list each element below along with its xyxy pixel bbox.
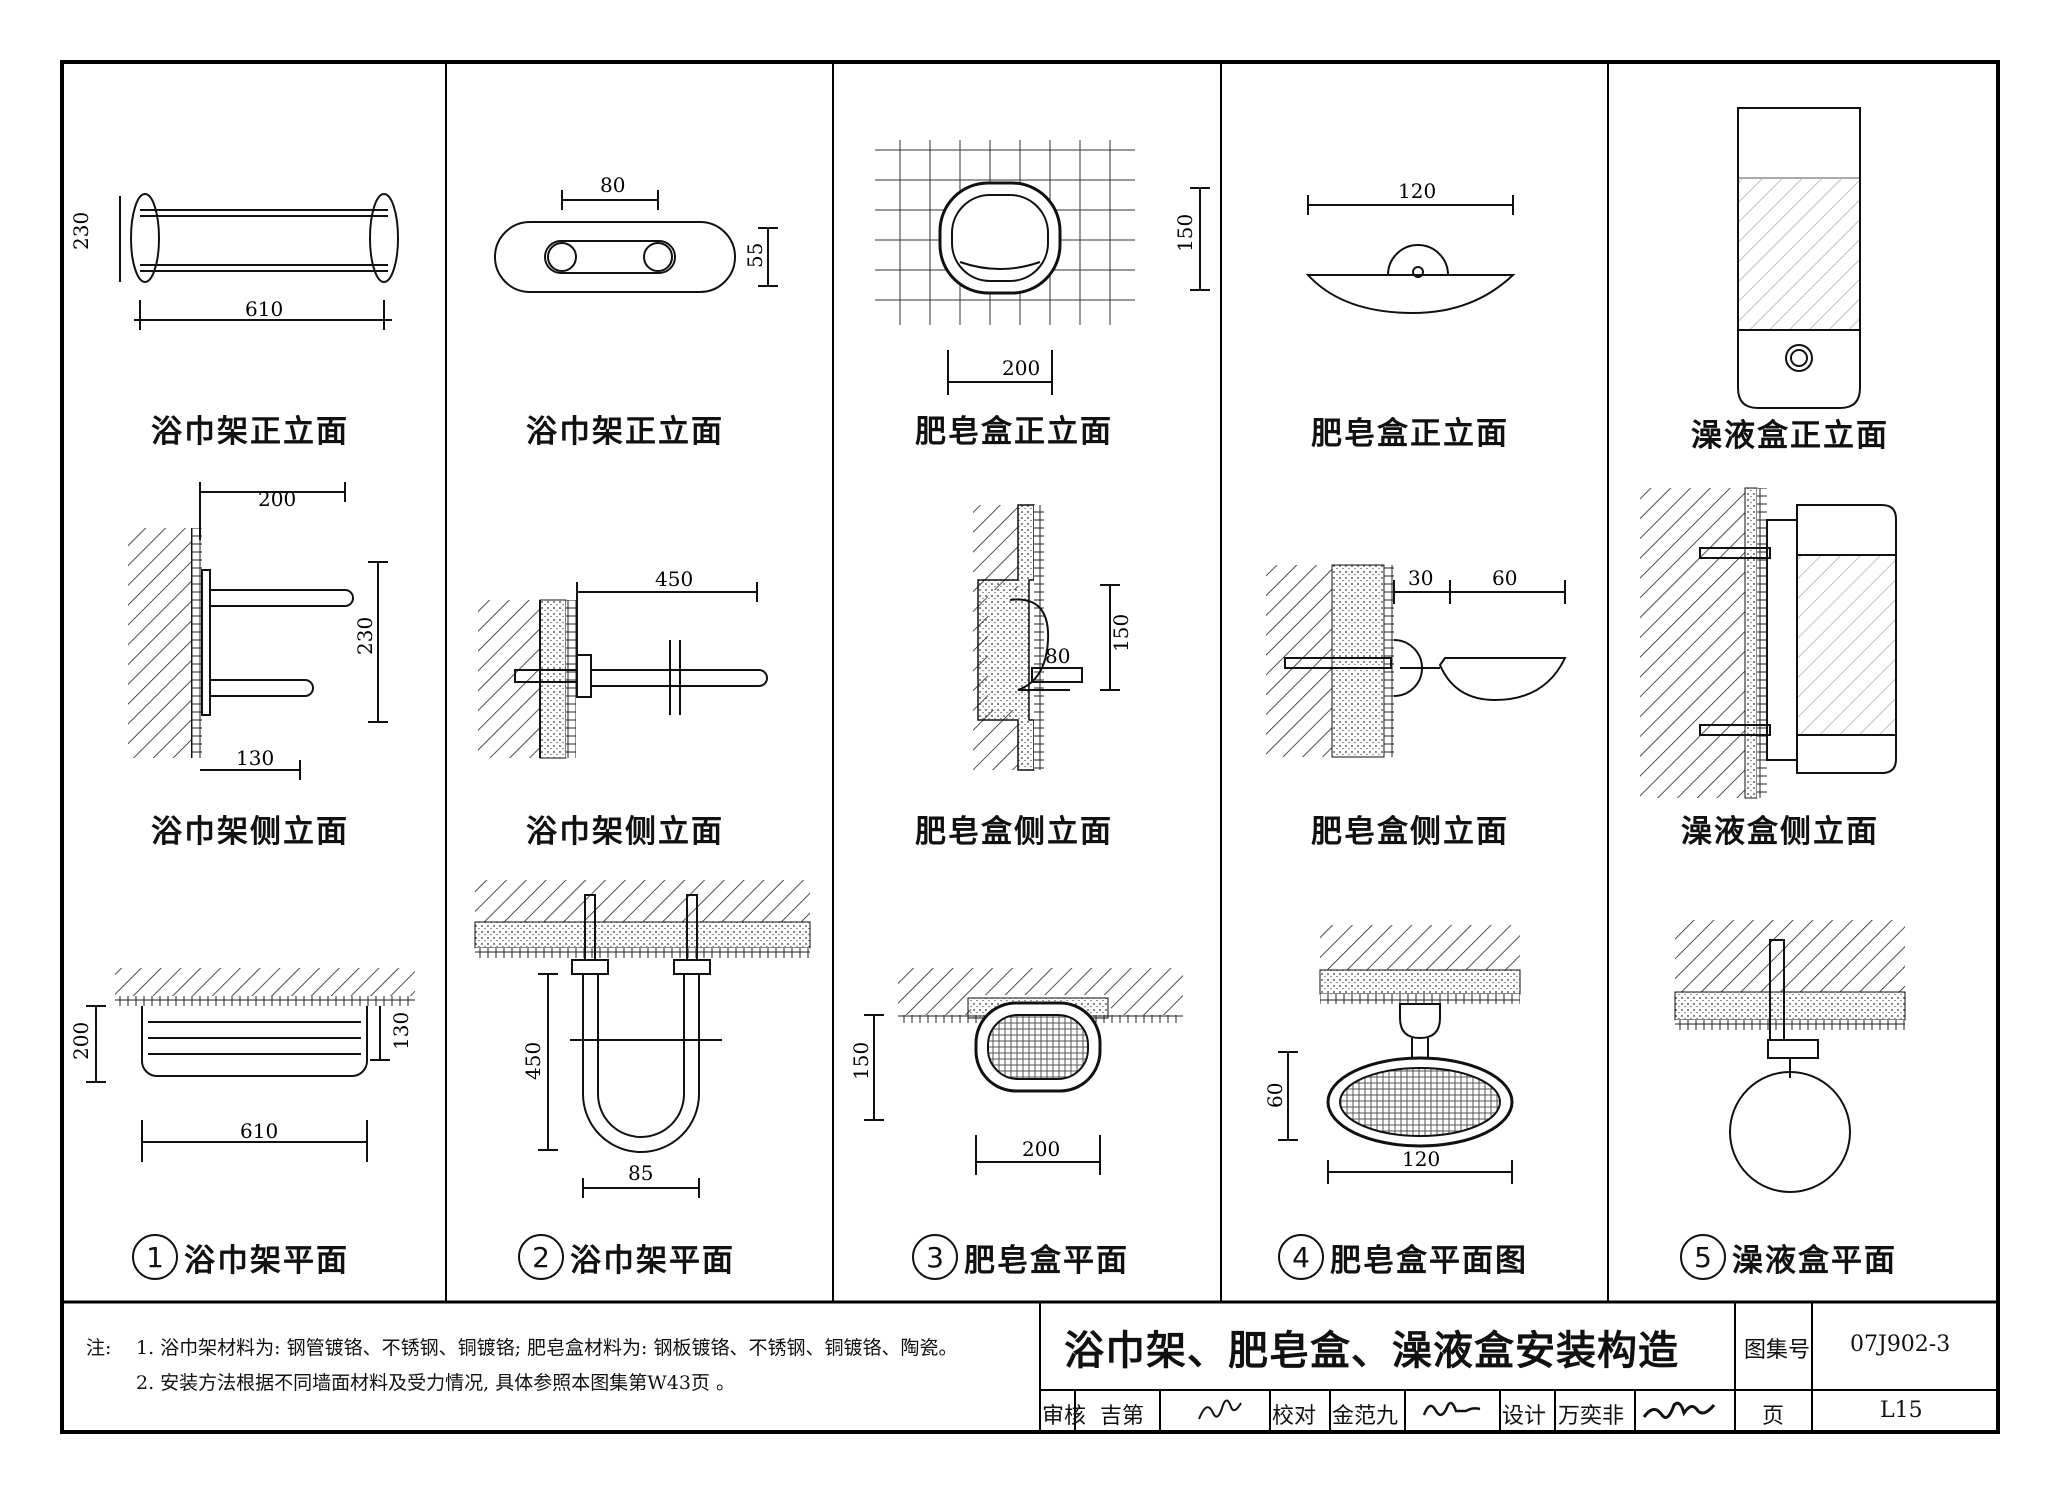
soap-dispenser-5-plan <box>1674 920 1906 1193</box>
dim-p1-side-b: 130 <box>236 746 274 770</box>
dim-p1-side-h: 230 <box>353 617 377 655</box>
towel-rack-1-front <box>119 193 399 330</box>
dim-p3-side-h: 150 <box>1109 614 1133 652</box>
review-signature <box>1195 1395 1245 1431</box>
caption-p3-side: 肥皂盒侧立面 <box>915 814 1113 850</box>
caption-p2-plan: 2 浴巾架平面 <box>518 1234 735 1280</box>
caption-p4-front: 肥皂盒正立面 <box>1311 416 1509 452</box>
dim-p1-plan-w: 610 <box>240 1119 278 1143</box>
towel-rack-1-plan <box>86 968 415 1162</box>
dim-p4-plan-h: 60 <box>1263 1083 1287 1108</box>
dim-p3-plan-h: 150 <box>849 1042 873 1080</box>
caption-p1-side: 浴巾架侧立面 <box>151 814 349 850</box>
caption-p1-plan: 1 浴巾架平面 <box>132 1234 349 1280</box>
check-name: 金范九 <box>1332 1404 1399 1429</box>
check-signature <box>1420 1395 1490 1431</box>
soap-dispenser-5-front <box>1737 107 1861 409</box>
dim-p2-plan-w: 85 <box>628 1161 653 1185</box>
review-name: 吉第 <box>1100 1404 1145 1429</box>
caption-p5-plan: 5 澡液盒平面 <box>1680 1234 1897 1280</box>
dim-p1-front-h: 230 <box>69 212 93 250</box>
dim-p3-front-h: 150 <box>1173 214 1197 252</box>
outer-frame <box>60 60 2000 1434</box>
notes-label: 注: <box>86 1337 112 1359</box>
notes-line-2: 2. 安装方法根据不同墙面材料及受力情况, 具体参照本图集第W43页 。 <box>136 1372 735 1394</box>
dim-p1-plan-h: 200 <box>69 1022 93 1060</box>
detail-number-2: 2 <box>518 1234 564 1280</box>
caption-p3-plan-label: 肥皂盒平面 <box>964 1242 1129 1279</box>
dim-p4-side-b: 60 <box>1492 566 1517 590</box>
dim-p4-plan-w: 120 <box>1402 1147 1440 1171</box>
atlas-label: 图集号 <box>1744 1338 1811 1363</box>
design-signature <box>1640 1395 1720 1431</box>
detail-number-5: 5 <box>1680 1234 1726 1280</box>
detail-number-1: 1 <box>132 1234 178 1280</box>
dim-p4-side-a: 30 <box>1408 566 1433 590</box>
dim-p3-plan-w: 200 <box>1022 1137 1060 1161</box>
design-name: 万奕非 <box>1558 1404 1625 1429</box>
caption-p3-plan: 3 肥皂盒平面 <box>912 1234 1129 1280</box>
soap-dish-3-front <box>875 140 1210 395</box>
caption-p4-plan-label: 肥皂盒平面图 <box>1330 1242 1528 1279</box>
towel-rack-1-side <box>128 482 388 780</box>
check-label: 校对 <box>1272 1404 1317 1429</box>
detail-number-3: 3 <box>912 1234 958 1280</box>
design-label: 设计 <box>1502 1404 1547 1429</box>
dim-p3-front-w: 200 <box>1002 356 1040 380</box>
titleblock-grid <box>1039 1302 1998 1432</box>
caption-p3-front: 肥皂盒正立面 <box>915 414 1113 450</box>
caption-p1-plan-label: 浴巾架平面 <box>184 1242 349 1279</box>
caption-p2-side: 浴巾架侧立面 <box>526 814 724 850</box>
dim-p2-side-w: 450 <box>655 567 693 591</box>
soap-dish-3-plan <box>864 968 1183 1175</box>
caption-p5-plan-label: 澡液盒平面 <box>1732 1242 1897 1279</box>
soap-dispenser-5-side <box>1640 487 1897 799</box>
caption-p5-front: 澡液盒正立面 <box>1691 418 1889 454</box>
dim-p2-front-w: 80 <box>600 173 625 197</box>
review-label: 审核 <box>1042 1404 1087 1429</box>
caption-p2-front: 浴巾架正立面 <box>526 414 724 450</box>
dim-p1-side-w: 200 <box>258 487 296 511</box>
caption-p4-side: 肥皂盒侧立面 <box>1311 814 1509 850</box>
caption-p4-plan: 4 肥皂盒平面图 <box>1278 1234 1528 1280</box>
page-number: L15 <box>1880 1398 1923 1423</box>
caption-p1-front: 浴巾架正立面 <box>151 414 349 450</box>
caption-p2-plan-label: 浴巾架平面 <box>570 1242 735 1279</box>
towel-rack-2-side <box>478 582 768 759</box>
towel-rack-2-plan <box>474 880 811 1198</box>
soap-dish-4-plan <box>1278 925 1521 1184</box>
dim-p3-side-d: 80 <box>1045 644 1070 668</box>
soap-dish-4-front <box>1305 195 1516 315</box>
dim-p1-front-w: 610 <box>245 297 283 321</box>
atlas-number: 07J902-3 <box>1850 1332 1951 1357</box>
detail-number-4: 4 <box>1278 1234 1324 1280</box>
caption-p5-side: 澡液盒侧立面 <box>1681 814 1879 850</box>
page-label: 页 <box>1762 1404 1785 1429</box>
towel-rack-2-front <box>494 190 778 293</box>
dim-p1-plan-r: 130 <box>389 1012 413 1050</box>
dim-p2-front-h: 55 <box>743 243 767 268</box>
panel-dividers <box>445 62 1609 1302</box>
dim-p4-front-w: 120 <box>1398 179 1436 203</box>
soap-dish-4-side <box>1266 564 1567 758</box>
drawing-title: 浴巾架、肥皂盒、澡液盒安装构造 <box>1064 1328 1679 1374</box>
notes-line-1: 1. 浴巾架材料为: 钢管镀铬、不锈钢、铜镀铬; 肥皂盒材料为: 钢板镀铬、不锈… <box>136 1337 958 1359</box>
soap-dish-3-side <box>973 504 1120 771</box>
dim-p2-plan-h: 450 <box>521 1042 545 1080</box>
